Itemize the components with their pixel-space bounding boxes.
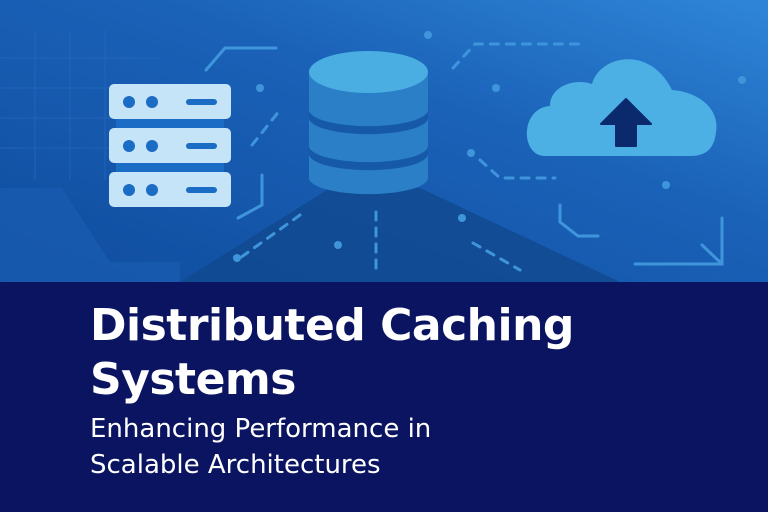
- title-band: [0, 282, 768, 512]
- upload-arrow-icon: [600, 98, 652, 147]
- grid-lines: [0, 30, 160, 180]
- page-title-line-2: Systems: [90, 354, 296, 405]
- hero-illustration: [0, 0, 768, 282]
- connector-lines: [204, 42, 724, 277]
- connector-dots: [233, 31, 746, 262]
- page-title-line-1: Distributed Caching: [90, 300, 574, 351]
- database-icon: [309, 51, 428, 195]
- circuit-trace-left: [0, 188, 180, 282]
- subtitle-line-1: Enhancing Performance in: [90, 414, 432, 444]
- floor-shadow: [180, 188, 620, 282]
- server-rack-icon: [109, 84, 231, 207]
- cloud-upload-icon: [526, 59, 717, 156]
- subtitle-line-2: Scalable Architectures: [90, 450, 381, 480]
